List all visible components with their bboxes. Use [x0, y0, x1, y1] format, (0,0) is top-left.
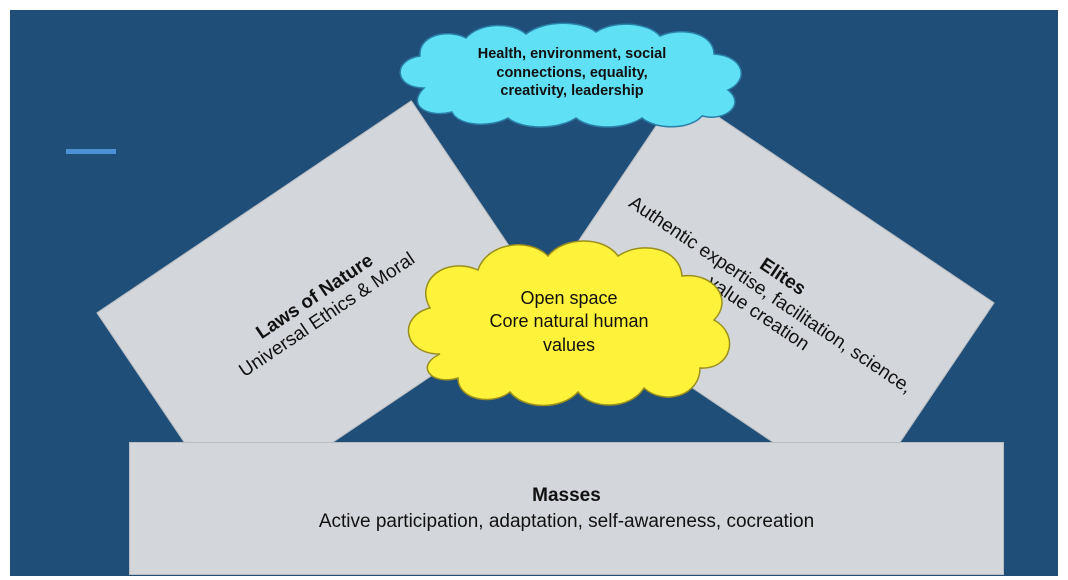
center-cloud-line-1: Open space	[520, 287, 618, 308]
center-cloud-shape	[407, 240, 731, 407]
masses-box: Masses Active participation, adaptation,…	[129, 442, 1004, 575]
top-cloud-line-1: Health, environment, social	[477, 45, 667, 62]
top-cloud: Health, environment, social connections,…	[384, 18, 760, 128]
laws-of-nature-title: Laws of Nature	[252, 249, 377, 344]
top-cloud-shape	[399, 22, 742, 128]
masses-title: Masses	[532, 484, 601, 506]
accent-line	[66, 149, 116, 154]
center-cloud-line-3: values	[542, 334, 596, 355]
masses-body: Active participation, adaptation, self-a…	[318, 510, 815, 532]
slide-canvas: Laws of Nature Universal Ethics & Moral …	[10, 10, 1058, 576]
top-cloud-line-2: connections, equality,	[496, 64, 648, 81]
center-cloud-text: Open space Core natural human values	[388, 236, 750, 408]
center-cloud-line-2: Core natural human	[489, 311, 649, 332]
top-cloud-text: Health, environment, social connections,…	[384, 18, 760, 128]
top-cloud-line-3: creativity, leadership	[500, 83, 644, 100]
center-cloud: Open space Core natural human values	[388, 236, 750, 408]
